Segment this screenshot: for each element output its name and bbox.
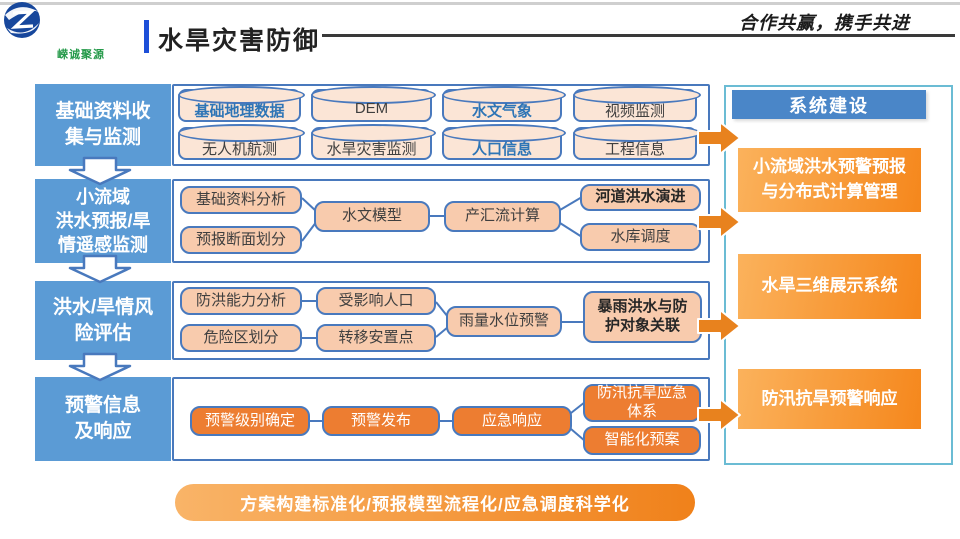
- box-basic-data-analysis: 基础资料分析: [180, 186, 302, 214]
- stage-label-warning-response: 预警信息 及响应: [35, 377, 171, 461]
- page-title: 水旱灾害防御: [158, 27, 321, 55]
- box-flood-drought-emergency-system: 防汛抗旱应急 体系: [583, 384, 701, 422]
- cyl-video-monitoring: 视频监测: [573, 86, 701, 122]
- box-flood-control-capacity: 防洪能力分析: [180, 287, 302, 315]
- cyl-uav-aerial-survey: 无人机航测: [178, 124, 305, 160]
- cyl-dem: DEM: [311, 86, 436, 122]
- header-rule: [322, 34, 955, 37]
- box-emergency-response: 应急响应: [452, 406, 572, 436]
- cyl-engineering-info: 工程信息: [573, 124, 701, 160]
- footer-summary-banner: 方案构建标准化/预报模型流程化/应急调度科学化: [175, 484, 695, 521]
- box-hydrological-model: 水文模型: [314, 201, 430, 232]
- header-slogan: 合作共赢，携手共进: [739, 13, 910, 33]
- box-river-flood-routing: 河道洪水演进: [580, 184, 701, 211]
- system-construction-panel: 系统建设 小流域洪水预警预报 与分布式计算管理 水旱三维展示系统 防汛抗旱预警响…: [724, 85, 953, 465]
- box-reservoir-operation: 水库调度: [580, 223, 701, 251]
- box-affected-population: 受影响人口: [316, 287, 436, 315]
- cyl-hydro-meteorology: 水文气象: [442, 86, 566, 122]
- company-logo-icon: [4, 2, 40, 38]
- box-relocation-sites: 转移安置点: [316, 324, 436, 352]
- box-intelligent-plan: 智能化预案: [583, 426, 701, 455]
- cyl-basic-geographic-data: 基础地理数据: [178, 86, 305, 122]
- box-forecast-section-division: 预报断面划分: [180, 226, 302, 254]
- cyl-disaster-monitoring: 水旱灾害监测: [311, 124, 436, 160]
- stage-label-risk-assessment: 洪水/旱情风 险评估: [35, 281, 171, 360]
- stage-label-data-collection: 基础资料收 集与监测: [35, 84, 171, 166]
- company-brand-name: 嵘诚聚源: [57, 49, 105, 61]
- panel-item-warning-response: 防汛抗旱预警响应: [738, 369, 921, 429]
- panel-item-3d-display-system: 水旱三维展示系统: [738, 254, 921, 319]
- box-storm-flood-object-association: 暴雨洪水与防 护对象关联: [583, 291, 702, 343]
- box-warning-release: 预警发布: [322, 406, 440, 436]
- panel-title: 系统建设: [732, 90, 926, 119]
- title-accent-bar: [144, 20, 149, 53]
- box-warning-level-determination: 预警级别确定: [190, 406, 310, 436]
- box-risk-zone-division: 危险区划分: [180, 324, 302, 352]
- panel-item-flood-forecast-system: 小流域洪水预警预报 与分布式计算管理: [738, 148, 921, 212]
- cyl-population-info: 人口信息: [442, 124, 566, 160]
- stage-label-flood-forecast: 小流域 洪水预报/旱 情遥感监测: [35, 179, 171, 263]
- box-rain-water-level-warning: 雨量水位预警: [446, 306, 562, 337]
- top-divider: [0, 2, 960, 5]
- box-runoff-calculation: 产汇流计算: [444, 201, 561, 232]
